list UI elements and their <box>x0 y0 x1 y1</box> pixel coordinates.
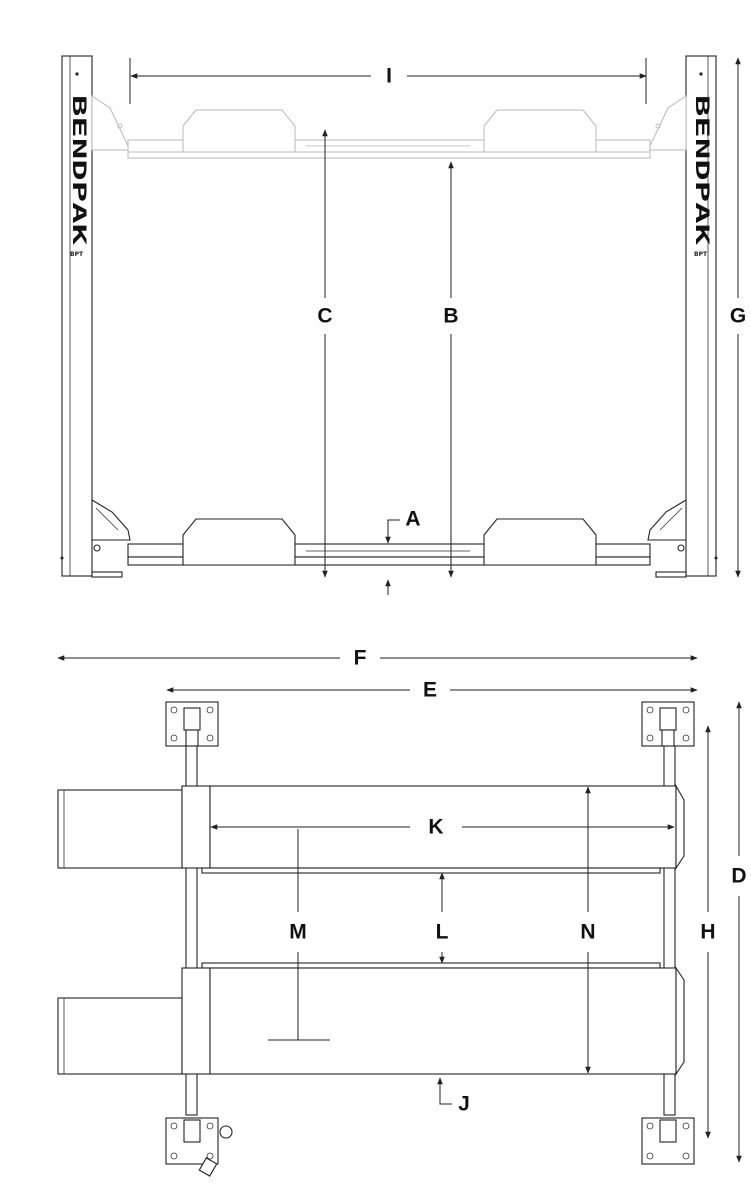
left-post: BENDPAK BPT <box>60 55 123 578</box>
brand-sub-right: BPT <box>694 251 708 258</box>
dim-label-f: F <box>354 647 367 670</box>
top-plan-view: F E <box>57 647 747 1177</box>
dim-label-i: I <box>386 65 392 88</box>
dim-label-e: E <box>423 679 437 702</box>
dim-label-k: K <box>428 816 443 839</box>
corner-post-bottom-right <box>641 1117 695 1165</box>
lowered-runway <box>91 499 687 566</box>
runway-lower <box>57 962 685 1076</box>
dim-label-g: G <box>730 305 746 328</box>
brand-logo-right: BENDPAK <box>691 95 713 246</box>
dim-label-m: M <box>289 921 307 944</box>
dim-label-c: C <box>317 305 332 328</box>
dim-label-b: B <box>443 305 458 328</box>
corner-post-top-left <box>165 701 219 747</box>
dim-label-n: N <box>580 921 595 944</box>
corner-post-bottom-left <box>165 1117 233 1177</box>
brand-logo-left: BENDPAK <box>68 95 90 246</box>
right-post: BENDPAK BPT <box>655 55 718 578</box>
corner-post-top-right <box>641 701 695 747</box>
dim-label-j: J <box>458 1093 470 1116</box>
front-elevation-view: BENDPAK BPT BENDPAK BPT <box>60 55 746 595</box>
dim-label-h: H <box>700 921 715 944</box>
brand-sub-left: BPT <box>70 251 84 258</box>
runway-upper <box>57 783 685 874</box>
raised-runway-ghost <box>91 95 687 159</box>
dim-label-d: D <box>731 865 746 888</box>
dim-label-l: L <box>436 921 449 944</box>
dim-label-a: A <box>405 508 420 531</box>
